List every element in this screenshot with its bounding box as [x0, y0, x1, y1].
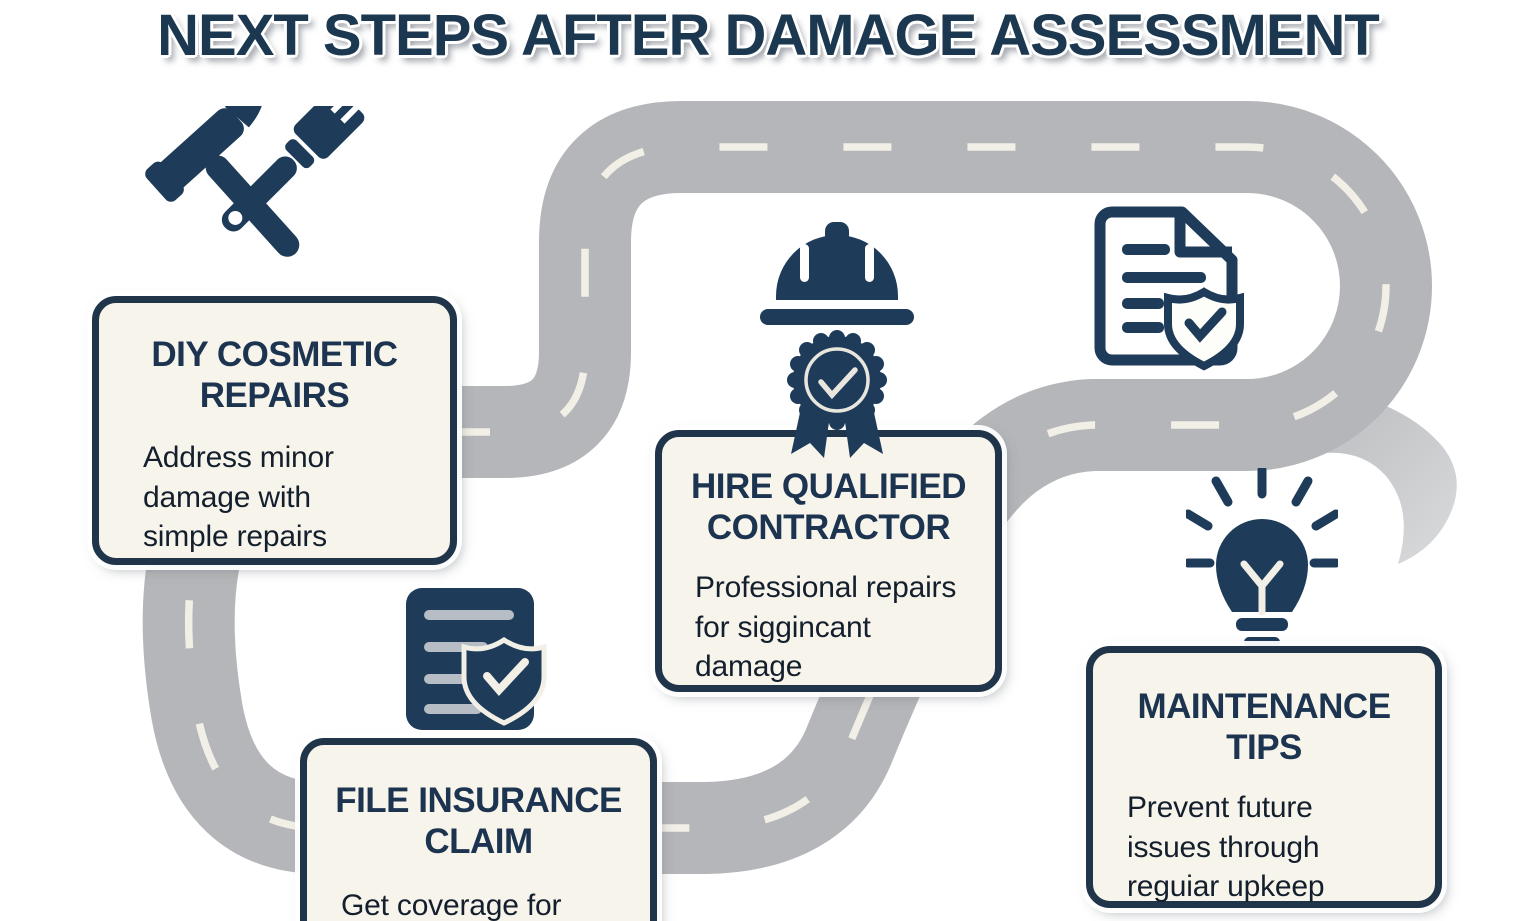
step-title: FILE INSURANCE CLAIM [335, 781, 622, 861]
step-card-maintenance-tips: MAINTENANCE TIPS Prevent future issues t… [1086, 646, 1442, 908]
certified-badge-icon [787, 330, 887, 458]
step-description: Address minor damage with simple repairs [143, 441, 334, 554]
hard-hat-icon [760, 222, 914, 325]
step-description: Professional repairs for siggincant dama… [695, 571, 957, 684]
hammer-brush-icon [145, 106, 365, 257]
step-description: Get coverage for major damage or los [341, 889, 562, 921]
document-shield-check-icon [1094, 206, 1244, 371]
lightbulb-icon [1186, 468, 1338, 648]
step-description: Prevent future issues through reguiar up… [1127, 791, 1325, 904]
page-title: NEXT STEPS AFTER DAMAGE ASSESSMENT [157, 3, 1380, 68]
insurance-document-shield-icon [406, 588, 547, 730]
step-card-file-insurance-claim: FILE INSURANCE CLAIM Get coverage for ma… [300, 738, 657, 921]
step-title: DIY COSMETIC REPAIRS [151, 335, 398, 415]
step-card-hire-qualified-contractor: HIRE QUALIFIED CONTRACTOR Professional r… [655, 430, 1002, 692]
step-title: MAINTENANCE TIPS [1137, 687, 1391, 767]
step-card-diy-cosmetic-repairs: DIY COSMETIC REPAIRS Address minor damag… [92, 296, 457, 565]
road-centerline-dashes [184, 143, 1390, 832]
step-title: HIRE QUALIFIED CONTRACTOR [691, 467, 966, 547]
